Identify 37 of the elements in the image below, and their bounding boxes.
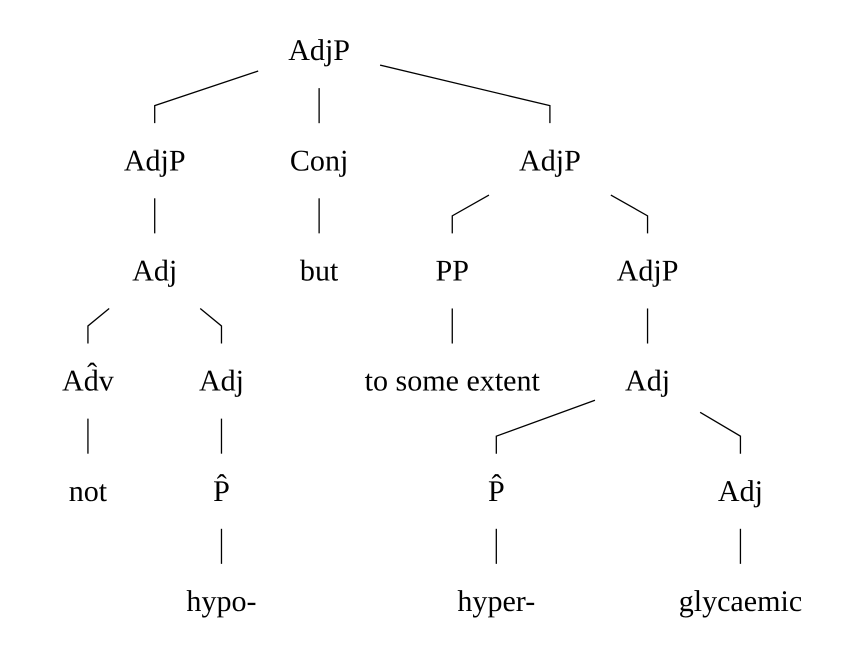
node-text: Adj — [199, 364, 244, 398]
connector — [452, 194, 490, 234]
connector — [610, 194, 649, 234]
node-text: Adj — [718, 474, 764, 508]
node-text: P̂ — [488, 474, 506, 508]
connector — [88, 308, 110, 344]
node-text: AdjP — [288, 34, 350, 68]
connector — [496, 400, 596, 454]
node-text: but — [300, 254, 339, 288]
node-text: AdjP — [519, 144, 582, 178]
node-text: PP — [436, 254, 470, 288]
connector — [221, 528, 222, 564]
connector — [700, 412, 742, 454]
connector — [380, 64, 551, 124]
connector — [154, 198, 156, 234]
node-text: Adj — [625, 364, 670, 398]
connector — [740, 528, 742, 564]
node-text: P̂ — [213, 474, 230, 508]
connector — [154, 70, 259, 124]
connector — [318, 88, 320, 124]
connector — [200, 308, 222, 344]
node-text: not — [69, 474, 108, 508]
connector — [88, 418, 89, 454]
node-text: Ad̂v — [62, 364, 114, 398]
node-text: AdjP — [617, 254, 679, 288]
node-text: hyper- — [458, 584, 536, 618]
connector — [647, 308, 649, 344]
connector — [496, 528, 498, 564]
node-text: Conj — [290, 144, 349, 178]
connector — [221, 418, 222, 454]
connector — [452, 308, 454, 344]
node-text: to some extent — [365, 364, 540, 398]
node-text: hypo- — [186, 584, 257, 618]
node-text: AdjP — [124, 144, 186, 178]
node-text: Adj — [132, 254, 178, 288]
connector — [318, 198, 320, 234]
node-text: glycaemic — [679, 584, 803, 618]
